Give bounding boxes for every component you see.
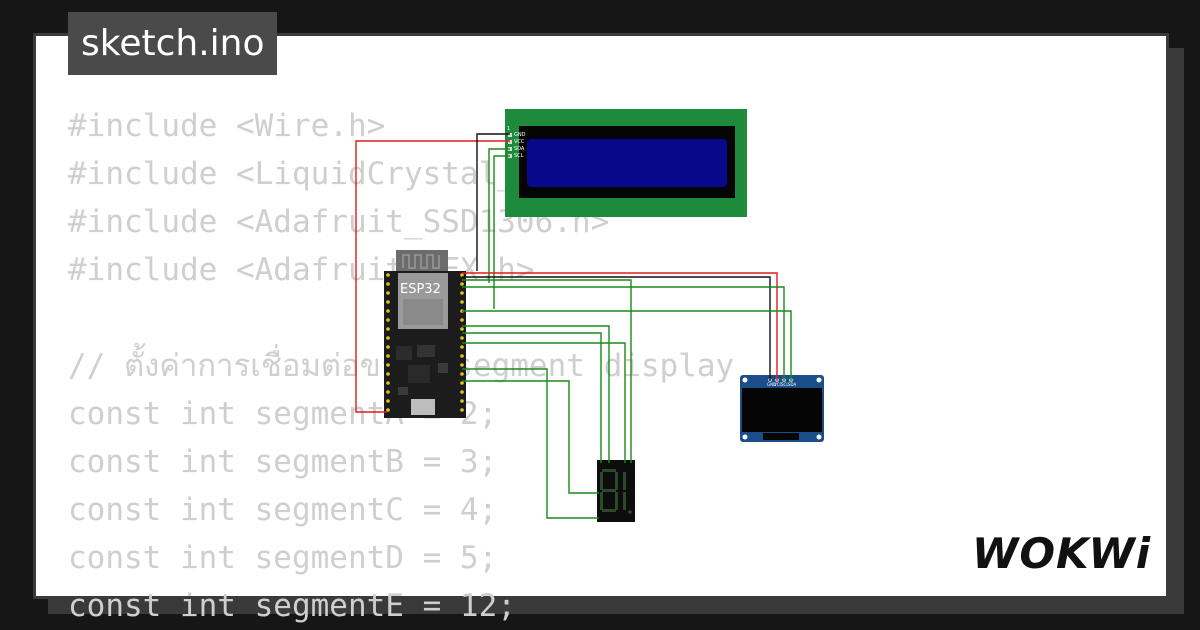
lcd-pin-gnd: GND	[514, 132, 526, 138]
lcd-pin-sda: SDA	[514, 146, 525, 152]
oled-pin-scl: SCL	[781, 382, 789, 387]
circuit-diagram: 1 GND VCC SDA SCL GND VCC S	[355, 109, 824, 522]
code-card: #include <Wire.h>#include <LiquidCrystal…	[33, 33, 1169, 624]
wire-segment-f	[462, 380, 599, 494]
seven-segment-display[interactable]	[597, 460, 635, 522]
wire-segment-a	[462, 279, 632, 463]
oled-pin-vcc: VCC	[774, 382, 783, 387]
wire-segment-e	[462, 368, 599, 519]
svg-text:1: 1	[507, 126, 510, 132]
oled-display[interactable]	[740, 375, 824, 442]
lcd-pin-vcc: VCC	[514, 139, 525, 145]
wires	[355, 133, 792, 519]
esp32-board[interactable]	[384, 250, 466, 418]
wire-segment-c	[462, 332, 602, 463]
lcd-display[interactable]	[505, 109, 747, 217]
wire-segment-b	[462, 325, 610, 463]
oled-pin-sda: SDA	[788, 382, 797, 387]
wire-oled-scl	[462, 286, 785, 381]
code-line: #include <Wire.h>	[68, 108, 386, 144]
code-line: const int segmentA = 2;	[68, 396, 498, 432]
wire-lcd-vcc	[355, 140, 510, 413]
code-line: const int segmentD = 5;	[68, 540, 498, 576]
wire-oled-vcc	[462, 272, 778, 381]
code-line: const int segmentE = 12;	[68, 588, 516, 624]
file-tab[interactable]: sketch.ino	[68, 12, 278, 75]
wokwi-logo: WOKWi	[972, 529, 1151, 578]
wire-segment-d	[462, 342, 626, 463]
logo-text: WOKWi	[972, 529, 1151, 578]
code-line: const int segmentC = 4;	[68, 492, 498, 528]
code-background: #include <Wire.h>#include <LiquidCrystal…	[68, 102, 734, 630]
code-line: const int segmentB = 3;	[68, 444, 498, 480]
wire-lcd-sda	[488, 148, 510, 283]
wire-lcd-scl	[493, 155, 510, 309]
lcd-pin-scl: SCL	[514, 153, 524, 159]
code-line: #include <Adafruit_GFX.h>	[68, 252, 535, 288]
oled-pin-gnd: GND	[767, 382, 776, 387]
esp32-label: ESP32	[400, 282, 441, 297]
wire-lcd-gnd	[476, 133, 510, 271]
esp32-pin-headers	[386, 273, 464, 412]
wire-oled-sda	[462, 310, 792, 381]
wire-oled-gnd	[462, 276, 771, 381]
